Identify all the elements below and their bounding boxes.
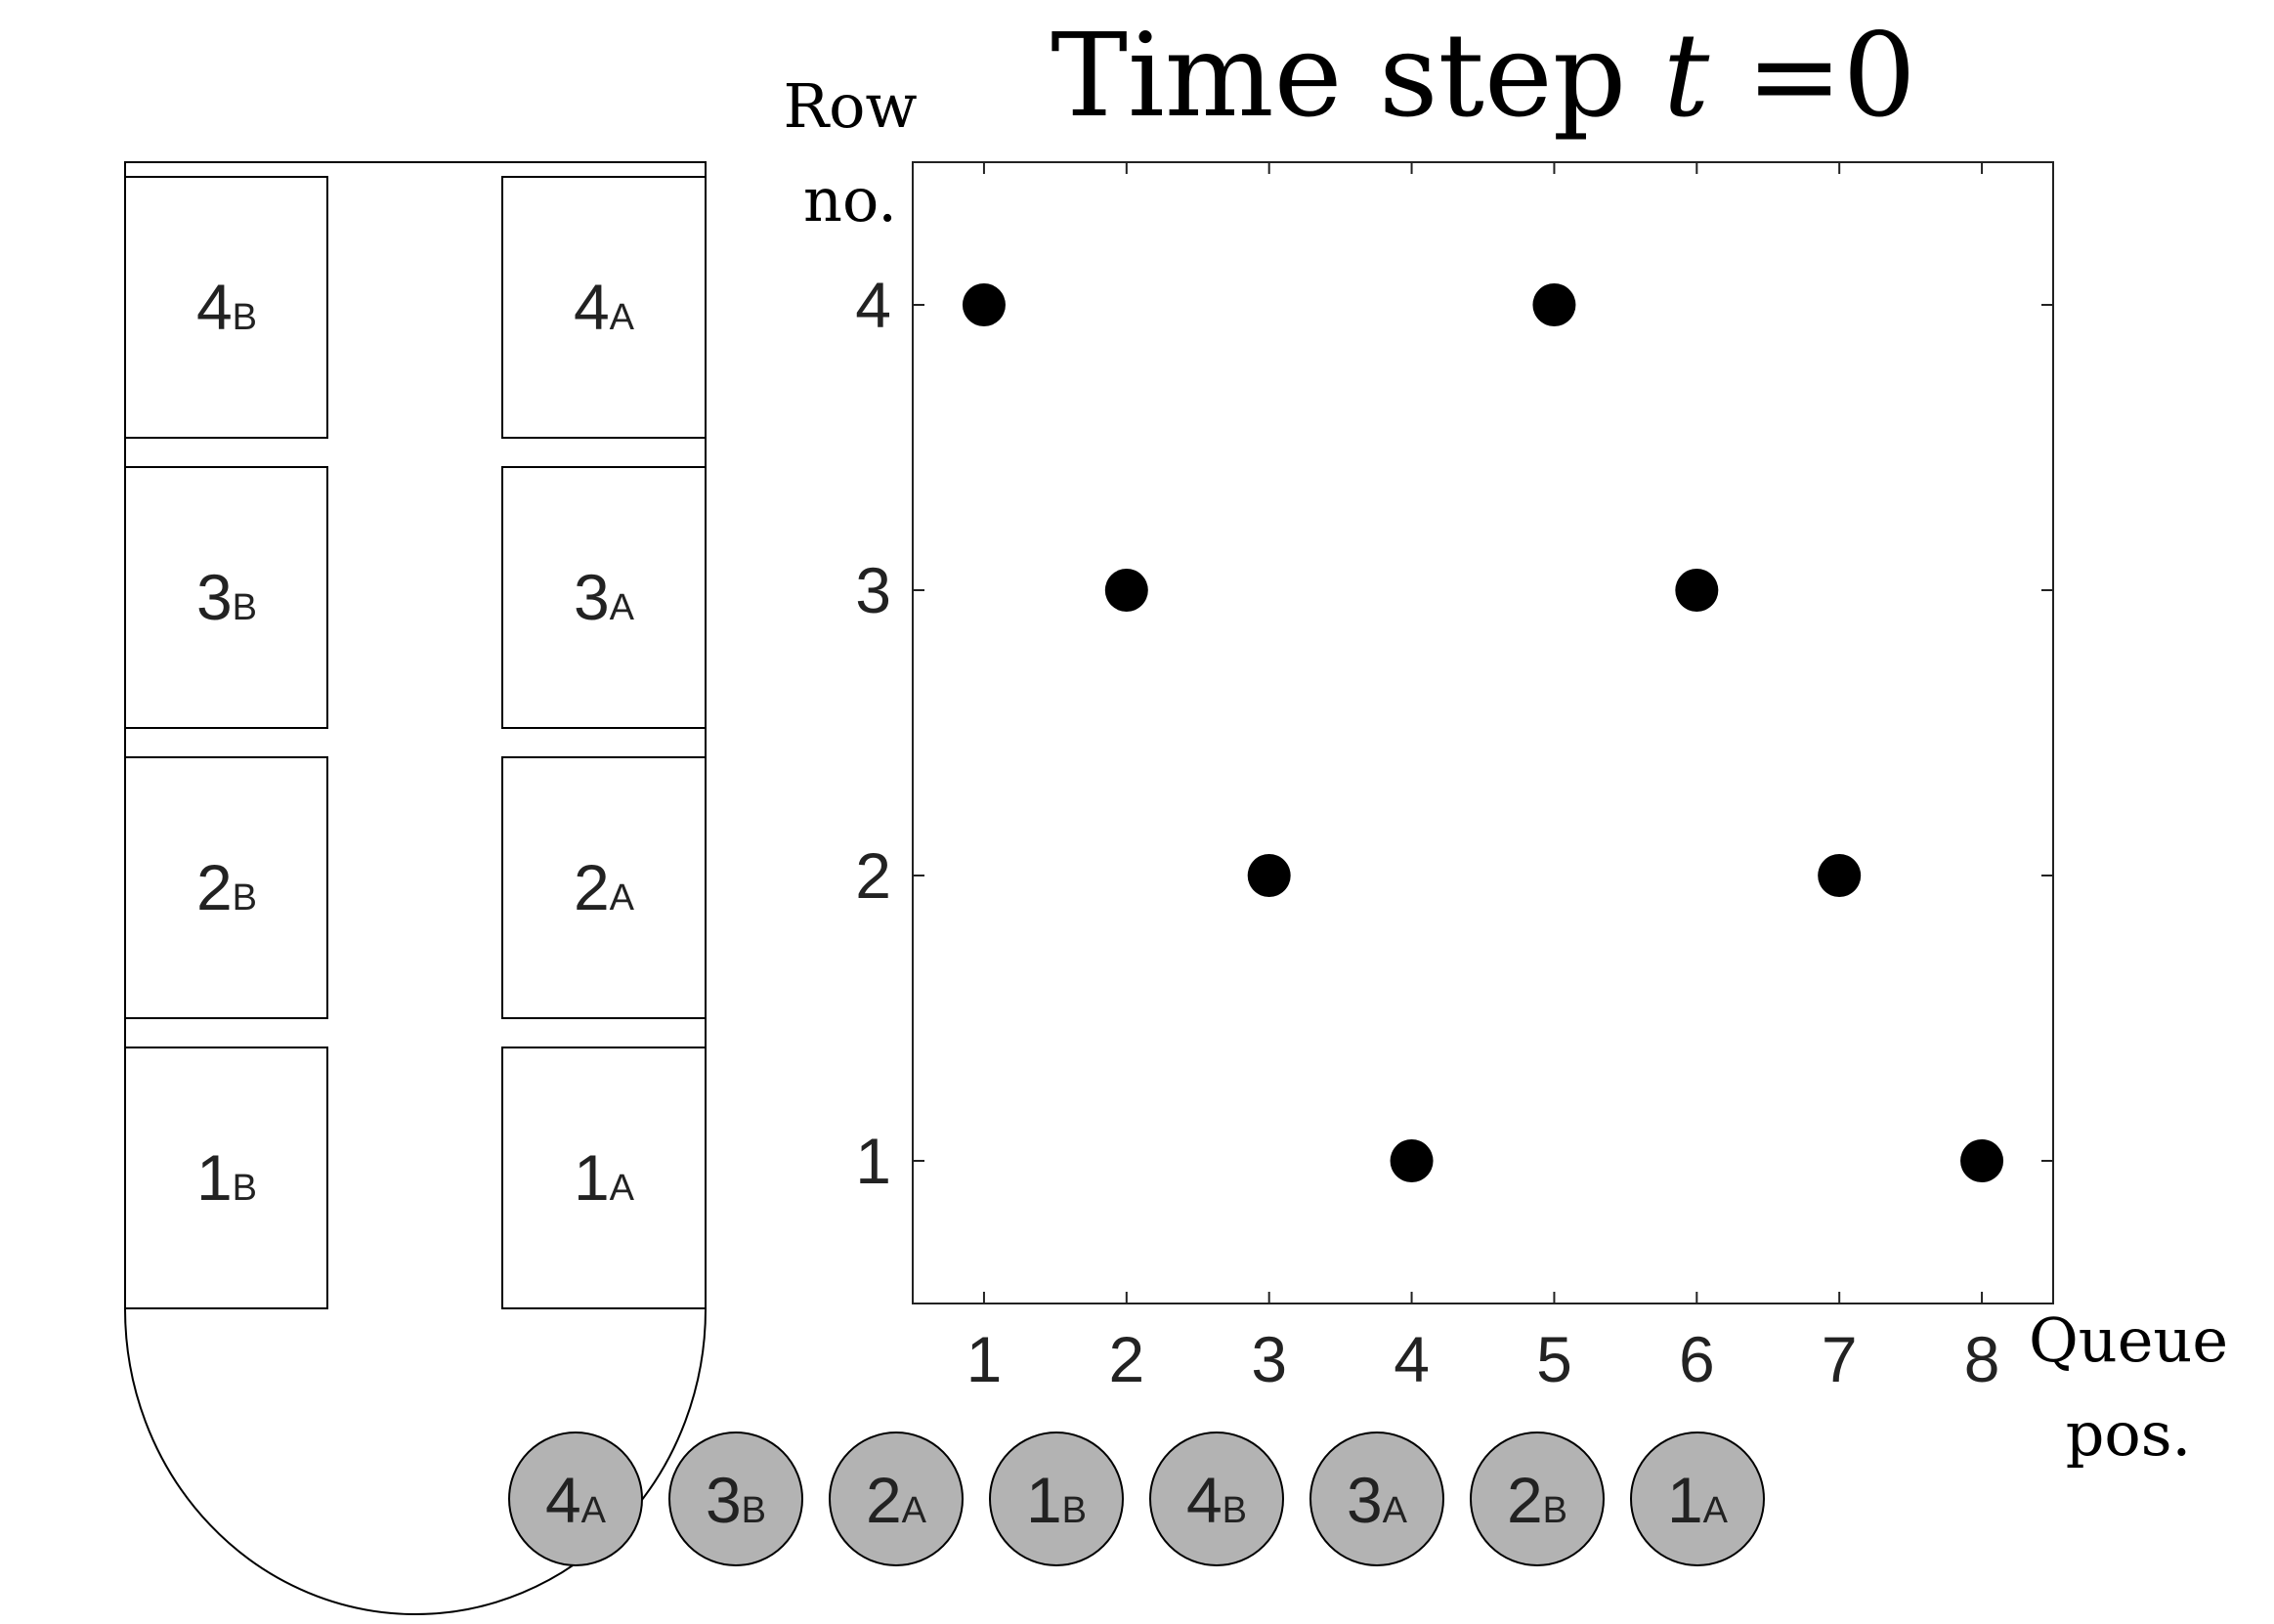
passenger-queue: 4A 3B 2A 1B 4B 3A 2B 1A: [508, 1432, 1765, 1566]
seat-box-4A: [501, 176, 707, 439]
queue-passenger: [1149, 1432, 1284, 1566]
seat-box-2A: [501, 756, 707, 1019]
data-point: [1390, 1139, 1434, 1182]
data-point: [1104, 569, 1148, 612]
aircraft-seat-map: 4B 3B 2B 1B 4A 3A 2A 1A: [124, 161, 707, 1615]
queue-passenger-label: 2A: [866, 1464, 927, 1536]
seat-label: 3B: [196, 561, 257, 633]
seat-label: 2B: [196, 851, 257, 923]
seat-box-3A: [501, 466, 707, 729]
seat-label: 1A: [574, 1141, 635, 1214]
queue-passenger: [508, 1432, 643, 1566]
y-tick-label: 1: [855, 1125, 891, 1197]
x-tick-label: 6: [1679, 1323, 1715, 1395]
seat-label: 4B: [196, 271, 257, 343]
seat-label: 1B: [196, 1141, 257, 1214]
queue-passenger-label: 4B: [1186, 1464, 1247, 1536]
chart-title: Time step t =0: [1051, 8, 1915, 143]
seat-label: 4A: [574, 271, 635, 343]
queue-passenger: [1309, 1432, 1444, 1566]
data-point: [1960, 1139, 2004, 1182]
queue-passenger-label: 4A: [545, 1464, 607, 1536]
queue-passenger-label: 3A: [1347, 1464, 1408, 1536]
data-point: [962, 283, 1006, 326]
data-point: [1532, 283, 1576, 326]
seat-label: 2A: [574, 851, 635, 923]
data-point: [1247, 854, 1291, 897]
queue-passenger: [668, 1432, 803, 1566]
queue-passenger-label: 2B: [1507, 1464, 1567, 1536]
data-point: [1675, 569, 1719, 612]
x-tick-label: 7: [1822, 1323, 1858, 1395]
queue-passenger-label: 1B: [1026, 1464, 1087, 1536]
x-tick-label: 4: [1394, 1323, 1430, 1395]
fuselage-outline: [124, 161, 707, 1615]
y-tick-label: 3: [855, 554, 891, 626]
x-tick-label: 5: [1536, 1323, 1572, 1395]
x-tick-label: 2: [1108, 1323, 1144, 1395]
queue-passenger-label: 3B: [706, 1464, 766, 1536]
y-tick-label: 4: [855, 269, 891, 341]
queue-passenger: [989, 1432, 1124, 1566]
seat-box-3B: [124, 466, 328, 729]
queue-passenger-label: 1A: [1667, 1464, 1729, 1536]
y-tick-label: 2: [855, 839, 891, 912]
queue-passenger: [1470, 1432, 1605, 1566]
queue-passenger: [1630, 1432, 1765, 1566]
seat-box-2B: [124, 756, 328, 1019]
axes-box: [912, 161, 2054, 1304]
x-tick-label: 3: [1251, 1323, 1287, 1395]
x-tick-label: 1: [966, 1323, 1003, 1395]
queue-passenger: [829, 1432, 964, 1566]
plot-area: 1 2 3 4 5 6 7 8 1 2 3 4: [855, 161, 2054, 1395]
x-tick-label: 8: [1964, 1323, 2000, 1395]
seat-label: 3A: [574, 561, 635, 633]
seat-box-4B: [124, 176, 328, 439]
seat-box-1A: [501, 1047, 707, 1309]
data-point: [1818, 854, 1862, 897]
seat-box-1B: [124, 1047, 328, 1309]
